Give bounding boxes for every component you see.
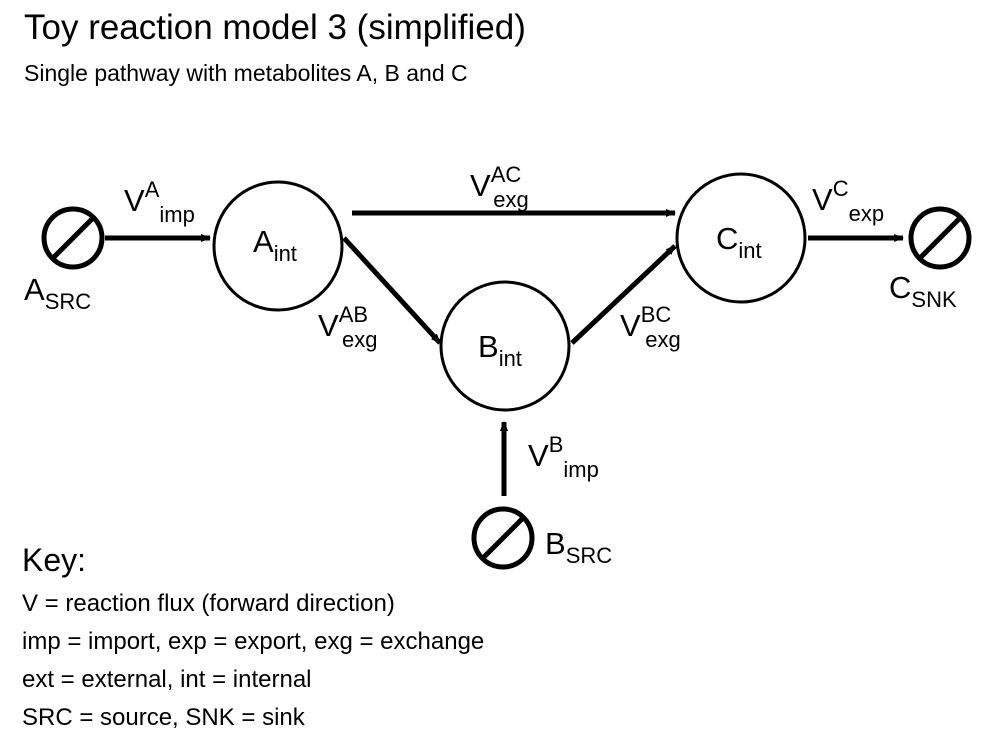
label-c-int: Cint [716, 221, 762, 263]
c-snk-symbol [908, 206, 972, 270]
flux-label-v-b-imp: VBimp [528, 432, 599, 482]
key-heading: Key: [22, 542, 87, 578]
b-src-symbol [471, 506, 535, 570]
edge-b-int-to-c-int [570, 244, 677, 345]
label-b-int: Bint [478, 329, 522, 371]
node-b-int [439, 280, 571, 412]
node-a-int [212, 180, 344, 312]
label-a-src: ASRC [24, 272, 91, 314]
key-line-flux: V = reaction flux (forward direction) [22, 590, 395, 617]
label-a-int: Aint [253, 224, 297, 266]
edge-a-int-to-b-int [342, 236, 442, 345]
diagram-subtitle: Single pathway with metabolites A, B and… [24, 60, 468, 86]
key-line-locations: ext = external, int = internal [22, 666, 312, 693]
key-line-reaction-types: imp = import, exp = export, exg = exchan… [22, 628, 485, 655]
a-src-symbol [41, 206, 105, 270]
flux-label-v-c-exp: VCexp [812, 176, 884, 226]
diagram-title: Toy reaction model 3 (simplified) [24, 8, 526, 47]
flux-label-v-a-imp: VAimp [124, 177, 195, 227]
label-b-src: BSRC [545, 526, 612, 568]
node-c-int [675, 172, 807, 304]
label-c-snk: CSNK [889, 270, 957, 312]
key-line-source-sink: SRC = source, SNK = sink [22, 704, 305, 731]
